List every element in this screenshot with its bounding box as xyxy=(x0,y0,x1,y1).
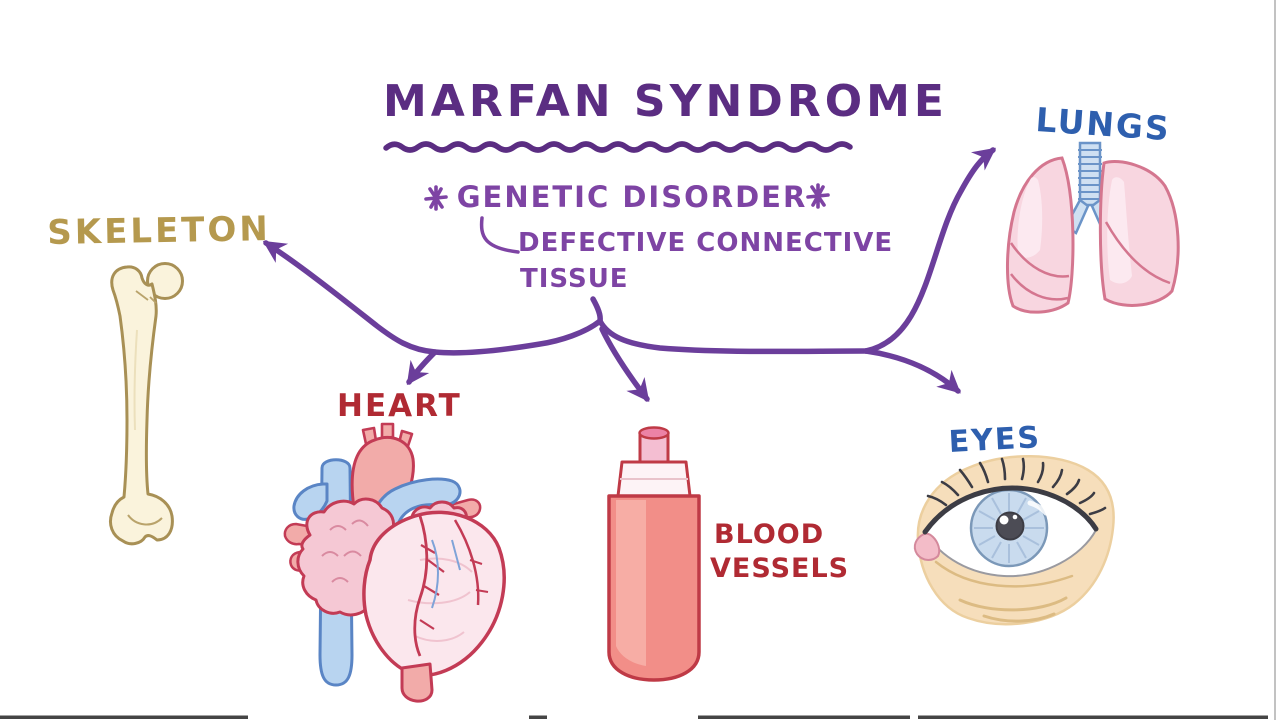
label-eyes: EYES xyxy=(947,420,1042,460)
arrow-stem xyxy=(590,296,603,324)
connector-bracket xyxy=(479,216,520,254)
trachea-rings xyxy=(1078,149,1102,200)
page-title: MARFAN SYNDROME xyxy=(383,76,948,127)
inferior-vessel xyxy=(400,662,434,703)
definition-line-2: TISSUE xyxy=(520,264,629,294)
pupil xyxy=(995,511,1025,541)
femur-bone-illustration xyxy=(108,262,184,546)
label-lungs: LUNGS xyxy=(1034,100,1173,149)
video-progress-bar-remnant xyxy=(0,715,1268,719)
blood-vessel-illustration xyxy=(607,426,701,682)
cardiac-veins xyxy=(431,539,461,609)
coronary-arteries xyxy=(413,515,489,657)
arrow-to-eyes xyxy=(863,348,961,394)
eyelashes xyxy=(926,457,1107,516)
asterisk-icon xyxy=(424,185,448,211)
heart-illustration xyxy=(283,422,506,703)
definition-line-1: DEFECTIVE CONNECTIVE xyxy=(518,228,894,258)
asterisk-icon xyxy=(806,183,830,209)
arrow-to-blood-vessels xyxy=(599,326,650,403)
arrow-to-skeleton xyxy=(262,240,603,356)
frame-edge-line xyxy=(1274,0,1276,720)
label-blood-vessels-line-2: VESSELS xyxy=(710,553,850,584)
subtitle-genetic-disorder: GENETIC DISORDER xyxy=(456,180,808,214)
arrow-trunk-right xyxy=(597,318,869,355)
label-blood-vessels-line-1: BLOOD xyxy=(714,519,825,550)
upper-lid-line xyxy=(922,485,1099,535)
branch-arrows xyxy=(262,147,997,403)
caruncle xyxy=(913,532,941,561)
iris-streaks xyxy=(974,493,1044,563)
ventricles xyxy=(362,510,506,677)
eye-illustration xyxy=(913,455,1115,626)
title-underline xyxy=(383,141,853,153)
arrow-to-lungs xyxy=(863,147,997,354)
label-skeleton: SKELETON xyxy=(46,209,272,253)
lungs-illustration xyxy=(1006,141,1180,314)
arrow-to-heart xyxy=(406,349,438,386)
label-heart: HEART xyxy=(337,388,462,424)
